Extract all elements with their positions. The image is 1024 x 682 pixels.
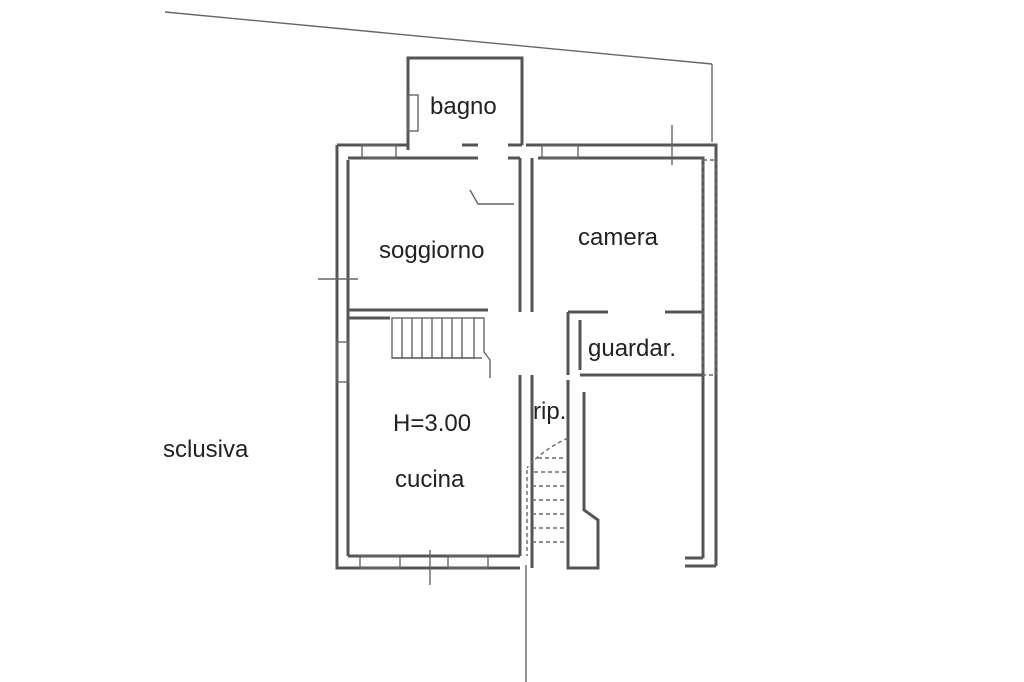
room-label-ripostiglio: rip. [533,398,566,425]
main-staircase [391,189,514,378]
spiral-staircase [526,437,569,556]
room-label-soggiorno: soggiorno [379,237,484,264]
height-note: H=3.00 [393,410,471,437]
property-boundary [164,11,713,142]
room-label-cucina: cucina [395,466,465,493]
room-label-guardaroba: guardar. [588,335,676,362]
room-label-camera: camera [578,224,659,251]
windows [336,94,717,569]
outside-area-label: sclusiva [163,436,249,463]
axis-ticks [318,125,673,682]
room-label-bagno: bagno [430,93,497,120]
